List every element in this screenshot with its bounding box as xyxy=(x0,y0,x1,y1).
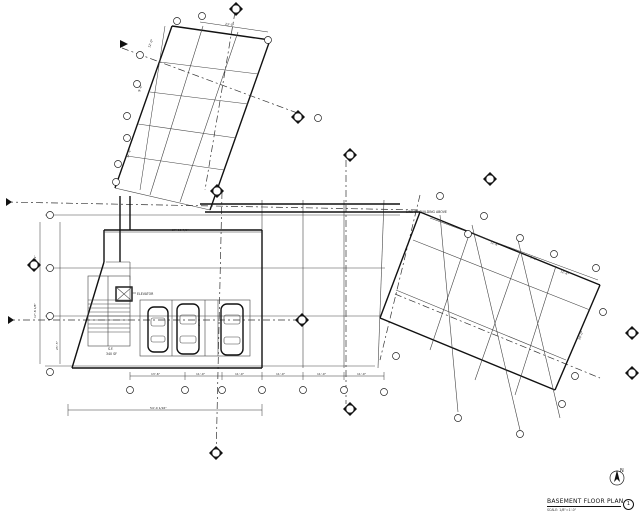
svg-text:12'-0": 12'-0" xyxy=(147,38,154,48)
svg-text:S: S xyxy=(198,323,200,327)
grid-lines xyxy=(5,11,601,461)
bay-dim-3: 11'-0" xyxy=(235,372,245,376)
overhead-dim: 27'-10 7/8" xyxy=(172,228,189,232)
grid-bubbles xyxy=(46,12,607,438)
elevator-label: ELEVATOR xyxy=(137,292,154,296)
tag-upper-mid xyxy=(291,110,305,124)
bay-dim-6: 11'-0" xyxy=(357,372,367,376)
tag-top xyxy=(229,2,243,16)
garage-block xyxy=(45,196,420,369)
parked-cars xyxy=(147,303,244,356)
svg-text:12'-6": 12'-6" xyxy=(125,148,132,158)
sheet-number: 1 xyxy=(623,499,634,510)
tag-bottom-left xyxy=(209,446,223,460)
svg-text:23'-0": 23'-0" xyxy=(225,22,235,27)
tag-left xyxy=(27,258,41,272)
svg-text:9'-6": 9'-6" xyxy=(137,84,143,93)
bay-dim-1: 13'-6" xyxy=(151,372,161,376)
right-grid-dim-3: 12'-6" xyxy=(560,269,570,276)
tag-right-top xyxy=(483,172,497,186)
building-above-label: LINE OF BUILDING ABOVE xyxy=(406,210,447,214)
bay-dim-5: 11'-0" xyxy=(317,372,327,376)
right-grid-dim-2: 9'-6" xyxy=(530,255,539,262)
title-underline xyxy=(547,506,621,507)
car-1 xyxy=(147,306,169,353)
drawing-title: BASEMENT FLOOR PLAN xyxy=(547,498,624,505)
bay-dim-2: 11'-0" xyxy=(196,372,206,376)
room-labels: ELEVATOR LINE OF BUILDING ABOVE S.F. 340… xyxy=(106,210,447,356)
drawing-scale: SCALE: 1/8"=1'-0" xyxy=(547,507,577,512)
upper-left-wing: 23'-0" 12'-0" 9'-6" 12'-6" xyxy=(114,21,271,211)
north-label: N xyxy=(620,468,624,474)
area-value: 340 SF xyxy=(106,352,117,356)
car-2 xyxy=(176,303,200,355)
north-arrow-icon: N xyxy=(609,468,625,486)
right-wing: 12'-6" 9'-6" 12'-6" 20'-0" xyxy=(379,211,601,431)
tag-mid xyxy=(343,148,357,162)
area-label: S.F. xyxy=(108,347,113,351)
dimension-strings: 13'-6" 11'-0" 11'-0" 11'-0" 11'-0" 11'-0… xyxy=(33,222,385,416)
left-dim-c: 25'-5" xyxy=(55,340,59,350)
tag-center xyxy=(210,184,224,198)
left-dim-b: 17'-8 1/8" xyxy=(33,303,37,318)
tag-center-right xyxy=(295,313,309,327)
svg-text:20'-0": 20'-0" xyxy=(577,330,584,340)
bay-dim-4: 11'-0" xyxy=(276,372,286,376)
section-tags xyxy=(6,2,639,460)
right-grid-dim-1: 12'-6" xyxy=(490,240,500,247)
overall-dim: 54'-0 1/16" xyxy=(150,406,167,410)
tag-bottom xyxy=(343,402,357,416)
car-3 xyxy=(220,303,244,356)
tag-far-right-low xyxy=(625,366,639,380)
title-block: BASEMENT FLOOR PLAN SCALE: 1/8"=1'-0" 1 xyxy=(547,498,637,512)
tag-far-right xyxy=(625,326,639,340)
